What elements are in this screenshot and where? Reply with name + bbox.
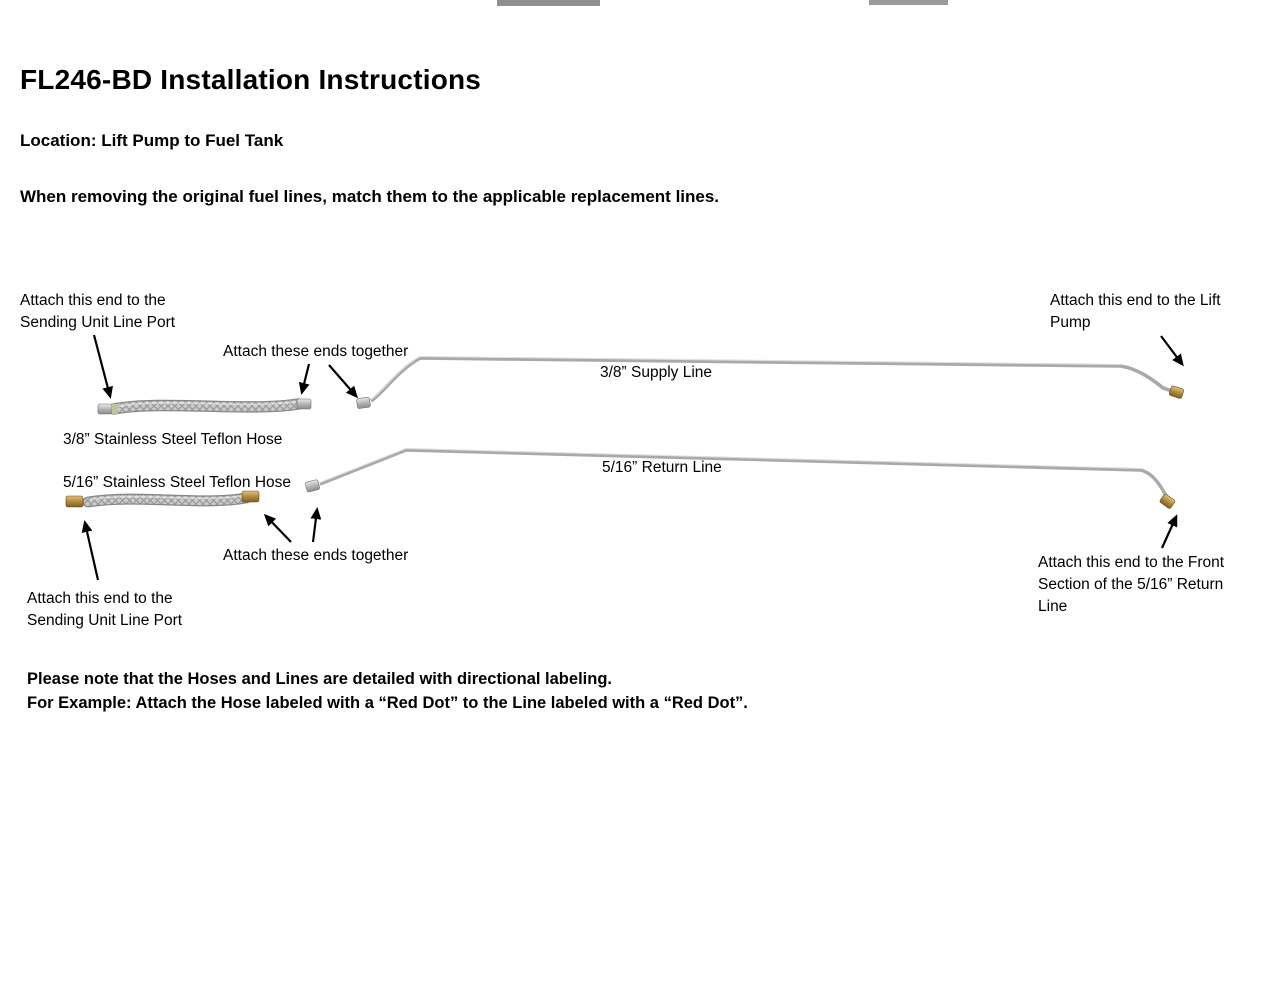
label-attach-lift-pump: Attach this end to the Lift Pump	[1050, 292, 1221, 331]
label-hose-516: 5/16” Stainless Steel Teflon Hose	[63, 474, 292, 491]
directional-labeling-note: Please note that the Hoses and Lines are…	[27, 668, 748, 716]
return-line-left-fitting	[305, 479, 320, 493]
hose-38-green-band	[112, 404, 118, 414]
label-return-line: 5/16” Return Line	[602, 459, 722, 476]
arrow-ends-bottom-left	[263, 513, 292, 543]
supply-line-left-fitting	[356, 397, 371, 409]
label-attach-return-front: Attach this end to the Front Section of …	[1038, 554, 1225, 615]
label-attach-sending-unit-top: Attach this end to the Sending Unit Line…	[20, 292, 176, 331]
supply-line-tube	[356, 355, 1184, 409]
arrow-return-front	[1160, 514, 1178, 549]
arrow-ends-top-right	[328, 364, 358, 399]
label-attach-ends-together-top: Attach these ends together	[223, 343, 409, 360]
intro-line: When removing the original fuel lines, m…	[20, 187, 720, 206]
note-line-1: Please note that the Hoses and Lines are…	[27, 670, 612, 688]
top-edge-artifact-left	[497, 0, 600, 6]
arrow-ends-bottom-right	[310, 506, 322, 543]
callout-arrows	[81, 334, 1184, 581]
label-supply-line: 3/8” Supply Line	[600, 364, 713, 381]
arrow-lift-pump	[1160, 335, 1184, 367]
arrow-sending-unit-bottom	[81, 520, 100, 581]
label-attach-sending-unit-bottom: Attach this end to the Sending Unit Line…	[27, 590, 183, 629]
arrow-sending-unit-top	[92, 334, 113, 399]
location-line: Location: Lift Pump to Fuel Tank	[20, 131, 284, 150]
note-line-2: For Example: Attach the Hose labeled wit…	[27, 693, 748, 712]
label-hose-38: 3/8” Stainless Steel Teflon Hose	[63, 431, 283, 448]
hose-38-left-fitting	[97, 403, 113, 415]
label-attach-ends-together-bottom: Attach these ends together	[223, 547, 409, 564]
supply-line-lift-pump-nut	[1168, 385, 1184, 399]
page-title: FL246-BD Installation Instructions	[20, 64, 482, 95]
top-edge-artifact-right	[869, 0, 948, 5]
arrow-ends-top-left	[298, 363, 311, 395]
hose-38-stainless	[97, 398, 312, 415]
return-line-tube	[305, 447, 1176, 509]
hose-38-right-fitting	[296, 398, 312, 410]
hose-516-right-fitting	[241, 490, 260, 503]
return-line-end-nut	[1159, 493, 1176, 509]
hose-516-stainless	[65, 490, 260, 508]
hose-516-left-fitting	[65, 495, 84, 508]
